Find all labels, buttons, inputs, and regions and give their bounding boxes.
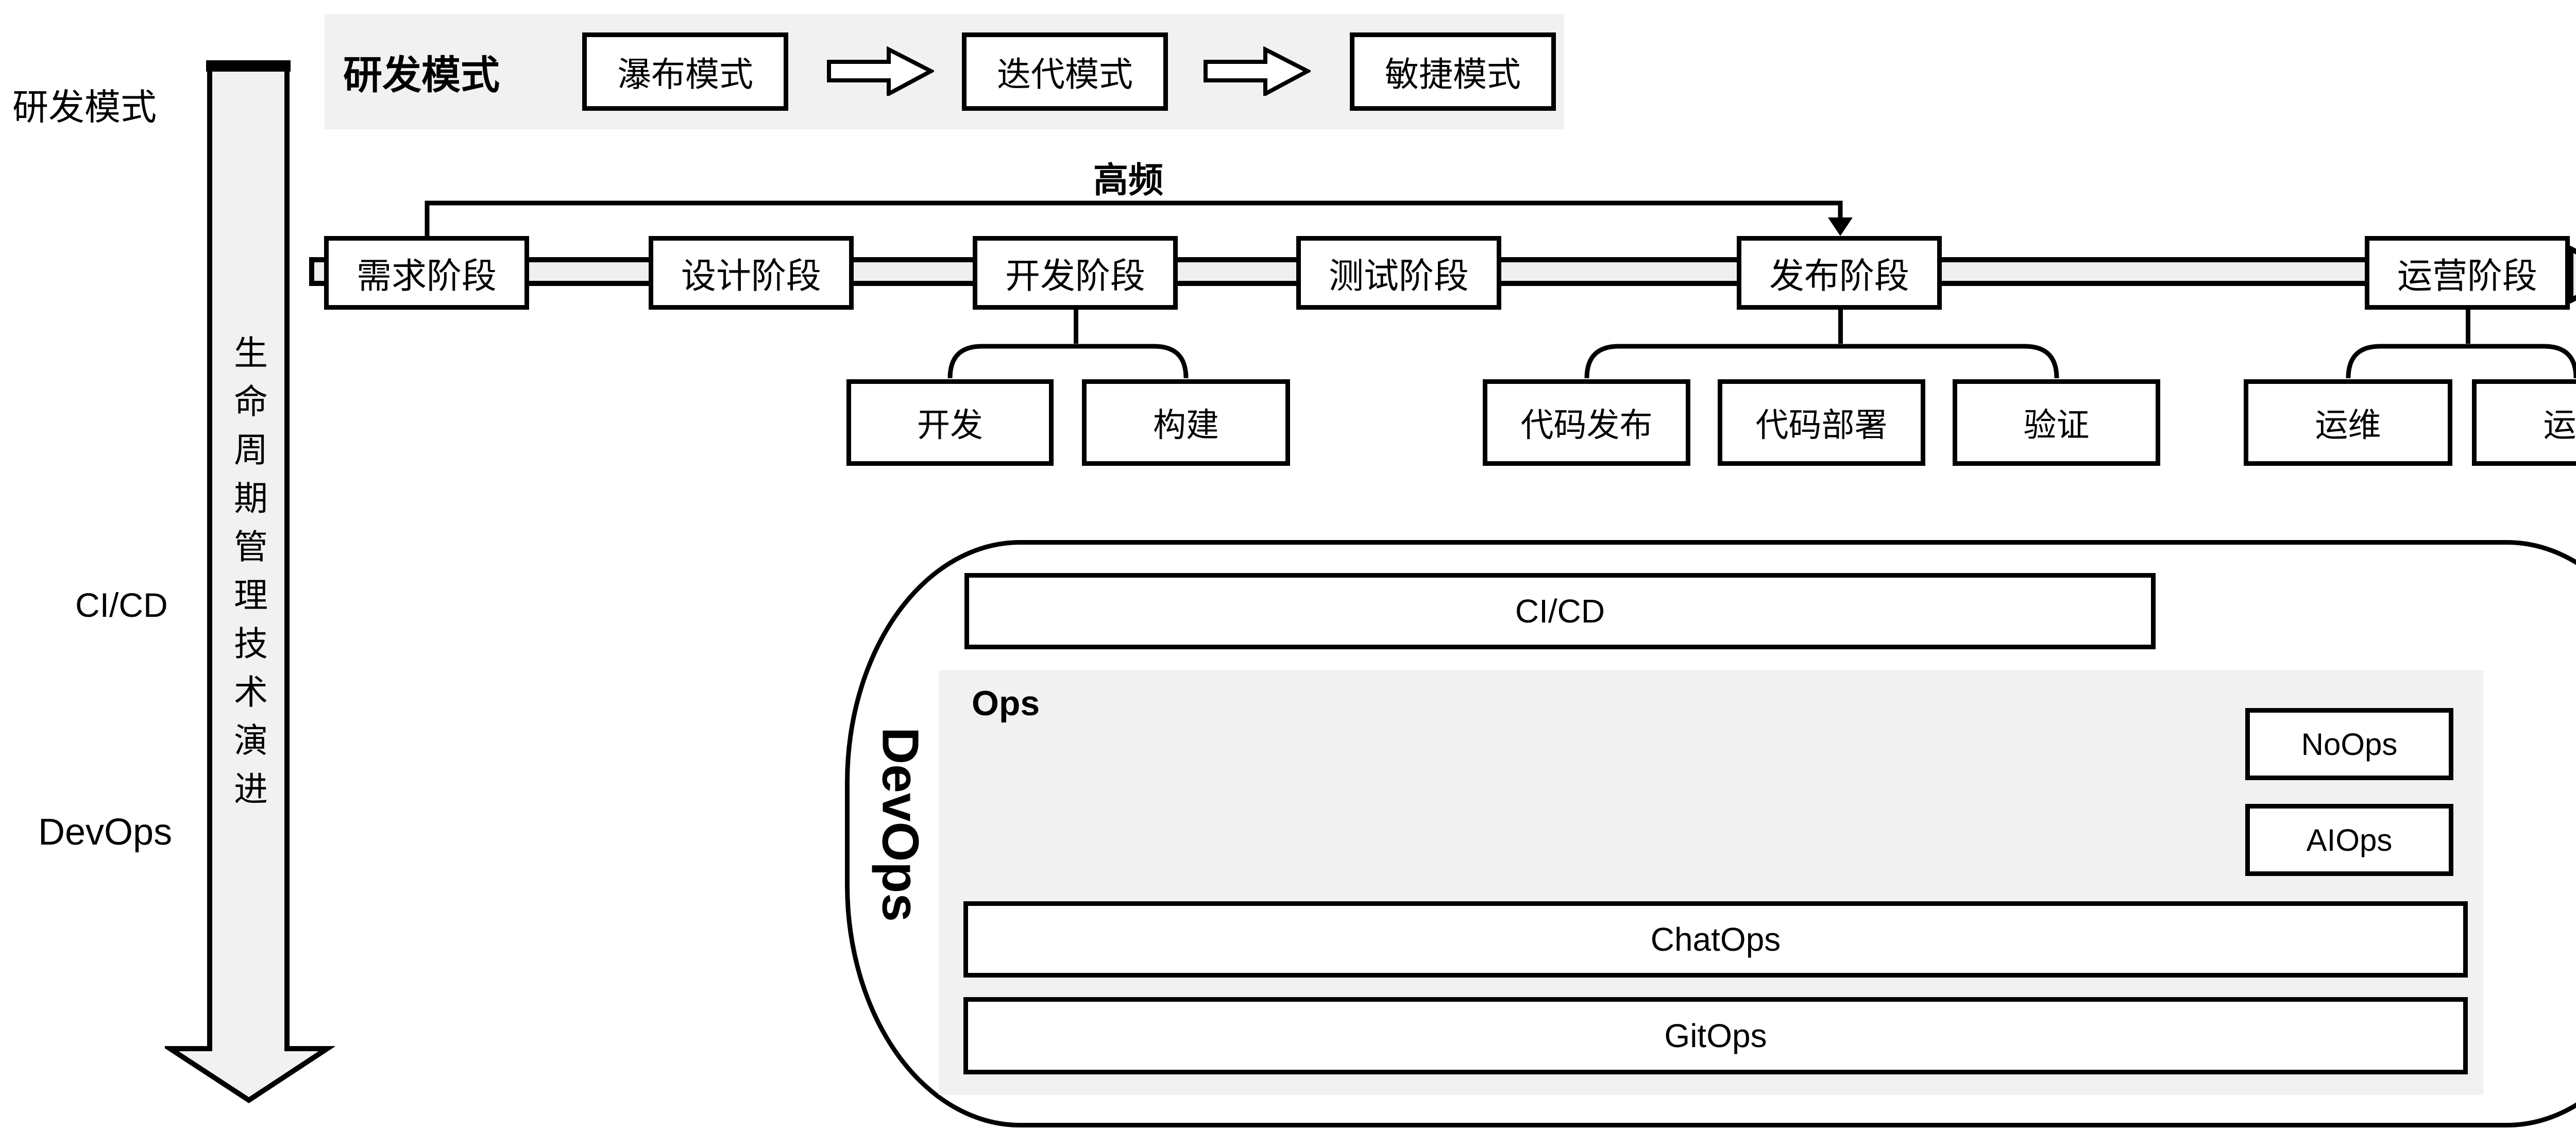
sub-box-build: 构建 — [1082, 379, 1290, 466]
stage-box-operation: 运营阶段 — [2365, 236, 2570, 310]
connector-stem — [1074, 310, 1078, 344]
stage-box-design: 设计阶段 — [649, 236, 854, 310]
devops-vertical-label-wrap: DevOps — [861, 716, 939, 933]
mode-box-iterative: 迭代模式 — [962, 32, 1168, 111]
cicd-bar: CI/CD — [964, 573, 2156, 649]
stage-box-testing: 测试阶段 — [1296, 236, 1501, 310]
pipeline-arrowhead-icon — [2568, 246, 2576, 304]
gitops-bar: GitOps — [963, 997, 2468, 1074]
left-label-devops: DevOps — [38, 812, 173, 853]
sub-box-develop: 开发 — [846, 379, 1054, 466]
ops-panel-label: Ops — [972, 684, 1040, 723]
left-label-cicd: CI/CD — [75, 586, 168, 624]
connector-stem — [1838, 310, 1843, 344]
aiops-box: AIOps — [2245, 804, 2453, 876]
lifecycle-arrow-label: 生命周期管理技术演进 — [229, 335, 267, 819]
chatops-bar: ChatOps — [963, 901, 2468, 978]
stage-box-release: 发布阶段 — [1737, 236, 1942, 310]
mode-box-waterfall: 瀑布模式 — [582, 32, 788, 111]
sub-box-ops-maintenance: 运维 — [2244, 379, 2452, 466]
sub-box-code-release: 代码发布 — [1483, 379, 1690, 466]
lifecycle-arrow-label-wrap: 生命周期管理技术演进 — [210, 317, 287, 837]
devops-vertical-label: DevOps — [871, 727, 929, 922]
feedback-label: 高频 — [1093, 161, 1163, 200]
stage-box-development: 开发阶段 — [973, 236, 1178, 310]
banner-title: 研发模式 — [343, 54, 500, 97]
flow-arrow-icon — [827, 46, 934, 96]
noops-box: NoOps — [2245, 708, 2453, 780]
sub-box-code-deploy: 代码部署 — [1718, 379, 1925, 466]
rnd-mode-banner: 研发模式 瀑布模式 迭代模式 敏捷模式 — [325, 14, 1564, 129]
lifecycle-down-arrow-icon — [165, 60, 335, 1103]
connector-stem — [2466, 310, 2470, 344]
stage-box-requirements: 需求阶段 — [324, 236, 529, 310]
flow-arrow-icon — [1204, 46, 1311, 96]
brace-connector — [1584, 344, 2059, 379]
mode-box-agile: 敏捷模式 — [1350, 32, 1556, 111]
brace-connector — [947, 344, 1189, 379]
left-label-rnd-mode: 研发模式 — [12, 87, 157, 127]
brace-connector — [2346, 344, 2576, 379]
sub-box-verify: 验证 — [1953, 379, 2160, 466]
high-frequency-feedback-arrow — [425, 200, 1853, 236]
sub-box-ops-operation: 运营 — [2472, 379, 2576, 466]
